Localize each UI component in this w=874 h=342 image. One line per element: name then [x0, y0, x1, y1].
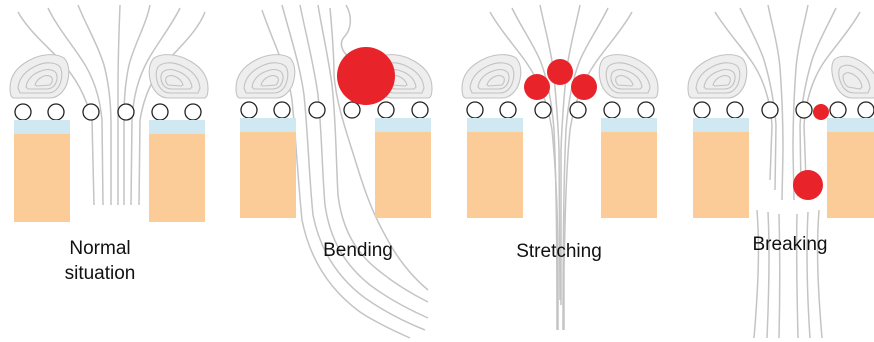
fiber-circle-icon	[274, 102, 290, 118]
clay-block-right	[149, 134, 205, 222]
panel-stretching	[462, 5, 658, 330]
wet-band-left	[693, 118, 749, 132]
fiber-row	[467, 102, 654, 118]
clay-block-right	[375, 132, 431, 218]
vortex-right	[832, 56, 874, 98]
fiber-circle-icon	[118, 104, 134, 120]
clay-block-left	[14, 134, 70, 222]
fiber-circle-icon	[796, 102, 812, 118]
fiber-circle-icon	[48, 104, 64, 120]
fiber-circle-icon	[830, 102, 846, 118]
wet-band-right	[149, 120, 205, 134]
fiber-row	[694, 102, 874, 118]
label-bending: Bending	[298, 238, 418, 263]
fiber-circle-icon	[344, 102, 360, 118]
label-line: Breaking	[730, 232, 850, 257]
wet-band-left	[14, 120, 70, 134]
droplet-icon	[571, 74, 597, 100]
wet-band-left	[240, 118, 296, 132]
fiber-circle-icon	[762, 102, 778, 118]
label-line: Stretching	[499, 239, 619, 264]
fiber-circle-icon	[83, 104, 99, 120]
fiber-circle-icon	[500, 102, 516, 118]
fiber-circle-icon	[535, 102, 551, 118]
fiber-circle-icon	[185, 104, 201, 120]
clay-block-left	[240, 132, 296, 218]
label-line: Normal	[40, 236, 160, 261]
fiber-circle-icon	[638, 102, 654, 118]
fiber-circle-icon	[412, 102, 428, 118]
clay-block-left	[693, 132, 749, 218]
panel-bending	[236, 5, 432, 338]
droplet-icon	[547, 59, 573, 85]
fiber-row	[15, 104, 201, 120]
label-stretching: Stretching	[499, 239, 619, 264]
fiber-circle-icon	[152, 104, 168, 120]
clay-block-right	[827, 132, 874, 218]
wet-band-left	[467, 118, 523, 132]
vortex-left	[462, 55, 521, 98]
wet-band-right	[827, 118, 874, 132]
fiber-circle-icon	[727, 102, 743, 118]
label-breaking: Breaking	[730, 232, 850, 257]
fiber-circle-icon	[604, 102, 620, 118]
droplet-icon	[337, 47, 395, 105]
fiber-circle-icon	[309, 102, 325, 118]
wet-band-right	[601, 118, 657, 132]
fiber-circle-icon	[694, 102, 710, 118]
vortex-right	[149, 55, 208, 98]
vortex-left	[688, 55, 747, 98]
wet-band-right	[375, 118, 431, 132]
label-line: situation	[40, 261, 160, 286]
fiber-circle-icon	[15, 104, 31, 120]
fiber-circle-icon	[570, 102, 586, 118]
fiber-circle-icon	[241, 102, 257, 118]
vortex-left	[10, 55, 69, 98]
fiber-circle-icon	[378, 102, 394, 118]
droplet-icon	[524, 74, 550, 100]
clay-block-left	[467, 132, 523, 218]
droplet-icon	[793, 170, 823, 200]
label-line: Bending	[298, 238, 418, 263]
panel-breaking	[688, 5, 874, 338]
panel-normal	[10, 5, 208, 222]
fiber-circle-icon	[467, 102, 483, 118]
clay-block-right	[601, 132, 657, 218]
fiber-circle-icon	[858, 102, 874, 118]
vortex-left	[236, 55, 295, 98]
label-normal-situation: Normal situation	[40, 236, 160, 286]
vortex-right	[599, 55, 658, 98]
droplet-icon	[813, 104, 829, 120]
